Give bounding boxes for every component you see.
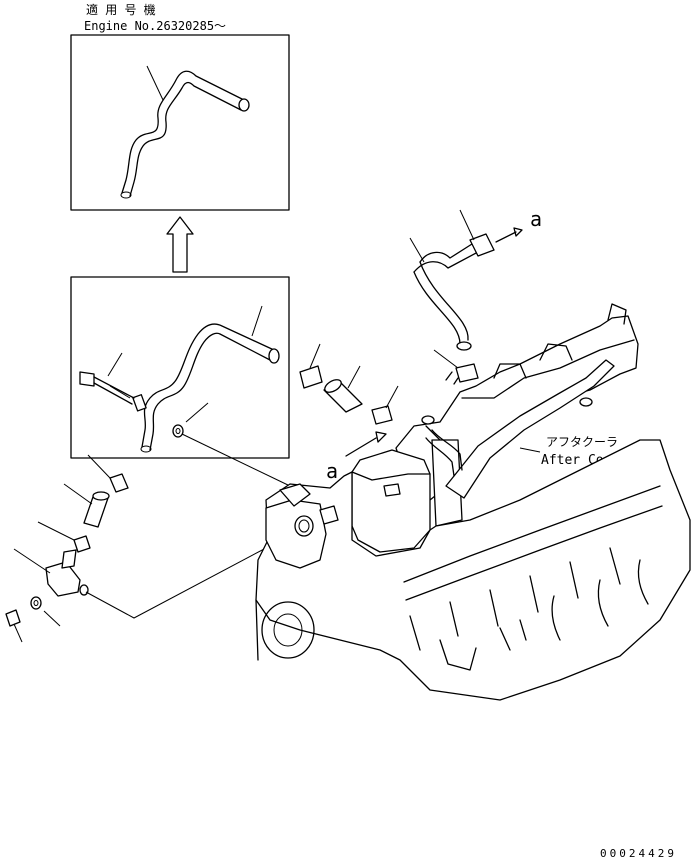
upper-hose-group: a [409, 207, 542, 351]
ref-a-left: a [326, 459, 338, 483]
ref-a-top: a [530, 207, 542, 231]
leader-line-washer [181, 433, 291, 487]
loose-parts-left [5, 454, 267, 643]
arrow-ref-a-left: a [326, 431, 387, 483]
clamp-upper [433, 349, 479, 383]
upgrade-arrow [166, 216, 194, 273]
inset-box-upper [70, 34, 290, 211]
middle-hose-group [299, 343, 399, 425]
drawing-id: 00024429 [600, 847, 677, 860]
applicable-model-label: 適 用 号 機 [86, 2, 156, 17]
engine-number-label: Engine No.26320285～ [84, 19, 226, 33]
engine-assembly [255, 303, 691, 701]
inset-box-lower [70, 276, 290, 459]
after-cooler-jp-label: アフタクーラ [546, 435, 618, 449]
